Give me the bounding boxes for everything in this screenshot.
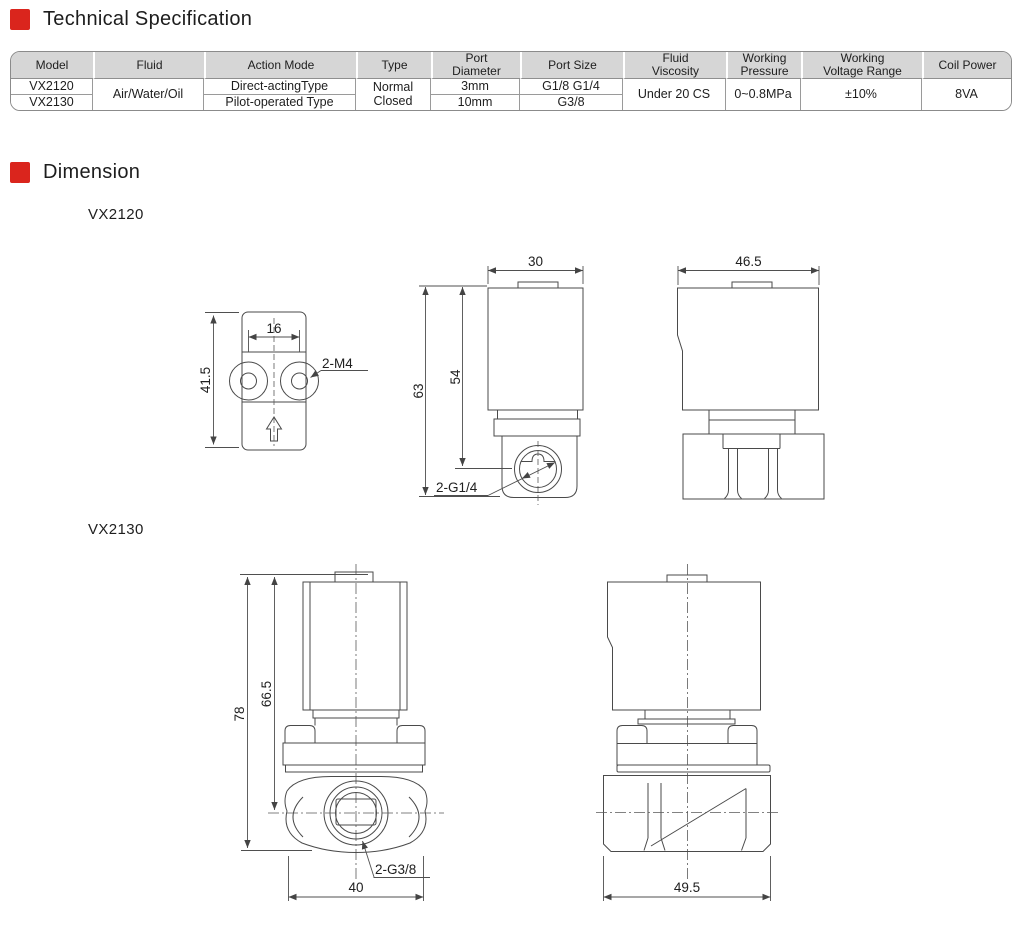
cell-voltage-range: ±10% bbox=[801, 79, 922, 111]
dim-vx2130-total-height: 78 bbox=[232, 706, 247, 721]
dim-vx2120-side-width: 46.5 bbox=[735, 254, 761, 269]
vx2130-front-view-drawing: 78 66.5 2-G3/8 40 bbox=[232, 564, 444, 901]
technical-specification-heading: Technical Specification bbox=[10, 8, 252, 31]
header-working-pressure: Working Pressure bbox=[726, 52, 801, 80]
vx2130-side-view-drawing: 49.5 bbox=[596, 564, 780, 901]
cell-model-vx2130: VX2130 bbox=[11, 95, 93, 111]
spec-table: Model Fluid Action Mode Type Port Diamet… bbox=[11, 52, 1011, 111]
cell-working-pressure: 0~0.8MPa bbox=[726, 79, 801, 111]
table-row-vx2120: VX2120 Air/Water/Oil Direct-actingType N… bbox=[11, 79, 1011, 111]
cell-action-pilot: Pilot-operated Type bbox=[204, 95, 356, 111]
spec-table-container: Model Fluid Action Mode Type Port Diamet… bbox=[10, 51, 1012, 112]
cell-port-diameter-10mm: 10mm bbox=[431, 95, 520, 111]
header-model: Model bbox=[11, 52, 93, 80]
dim-vx2130-coil-height: 66.5 bbox=[259, 681, 274, 707]
table-row-vx2130: VX2130 Pilot-operated Type 10mm G3/8 bbox=[11, 95, 1011, 111]
cell-model-vx2120: VX2120 bbox=[11, 79, 93, 96]
header-working-voltage-range: Working Voltage Range bbox=[801, 52, 922, 80]
dim-vx2120-height: 41.5 bbox=[198, 367, 213, 393]
dimension-title: Dimension bbox=[43, 161, 141, 183]
vx2120-front-view-drawing: 30 63 54 2-G1/4 bbox=[411, 254, 584, 505]
vx2120-top-view-drawing: 41.5 16 2-M4 bbox=[198, 311, 368, 451]
dim-vx2130-port: 2-G3/8 bbox=[375, 862, 416, 877]
vx2120-label: VX2120 bbox=[88, 206, 144, 223]
cell-action-direct: Direct-actingType bbox=[204, 79, 356, 96]
dim-vx2120-coil-height: 54 bbox=[448, 369, 463, 385]
red-square-icon bbox=[10, 162, 30, 183]
cell-fluid-viscosity: Under 20 CS bbox=[623, 79, 726, 111]
cell-coil-power: 8VA bbox=[922, 79, 1011, 111]
dimension-heading: Dimension bbox=[10, 161, 140, 184]
technical-specification-title: Technical Specification bbox=[43, 8, 253, 30]
header-fluid-viscosity: Fluid Viscosity bbox=[623, 52, 726, 80]
cell-port-size-g38: G3/8 bbox=[520, 95, 623, 111]
dim-vx2130-side-width: 49.5 bbox=[674, 880, 700, 895]
header-type: Type bbox=[356, 52, 431, 80]
header-fluid: Fluid bbox=[93, 52, 204, 80]
header-action-mode: Action Mode bbox=[204, 52, 356, 80]
spec-table-header-row: Model Fluid Action Mode Type Port Diamet… bbox=[11, 52, 1011, 80]
dimension-drawings: 41.5 16 2-M4 30 63 54 2-G1/4 bbox=[198, 254, 825, 901]
dim-vx2120-total-height: 63 bbox=[411, 383, 426, 398]
cell-fluid: Air/Water/Oil bbox=[93, 79, 204, 111]
header-port-diameter: Port Diameter bbox=[431, 52, 520, 80]
header-port-size: Port Size bbox=[520, 52, 623, 80]
header-coil-power: Coil Power bbox=[922, 52, 1011, 80]
cell-port-size-g18: G1/8 G1/4 bbox=[520, 79, 623, 96]
flow-arrow-icon bbox=[265, 416, 283, 442]
vx2130-label: VX2130 bbox=[88, 521, 144, 538]
cell-type: Normal Closed bbox=[356, 79, 431, 111]
vx2120-side-view-drawing: 46.5 bbox=[677, 254, 825, 500]
red-square-icon bbox=[10, 9, 30, 30]
dim-vx2120-width: 30 bbox=[528, 254, 543, 269]
dim-vx2120-thread: 2-M4 bbox=[322, 356, 353, 371]
dim-vx2120-port: 2-G1/4 bbox=[436, 480, 478, 495]
dim-vx2130-width: 40 bbox=[348, 880, 363, 895]
dim-vx2120-hole-spacing: 16 bbox=[266, 321, 281, 336]
cell-port-diameter-3mm: 3mm bbox=[431, 79, 520, 96]
